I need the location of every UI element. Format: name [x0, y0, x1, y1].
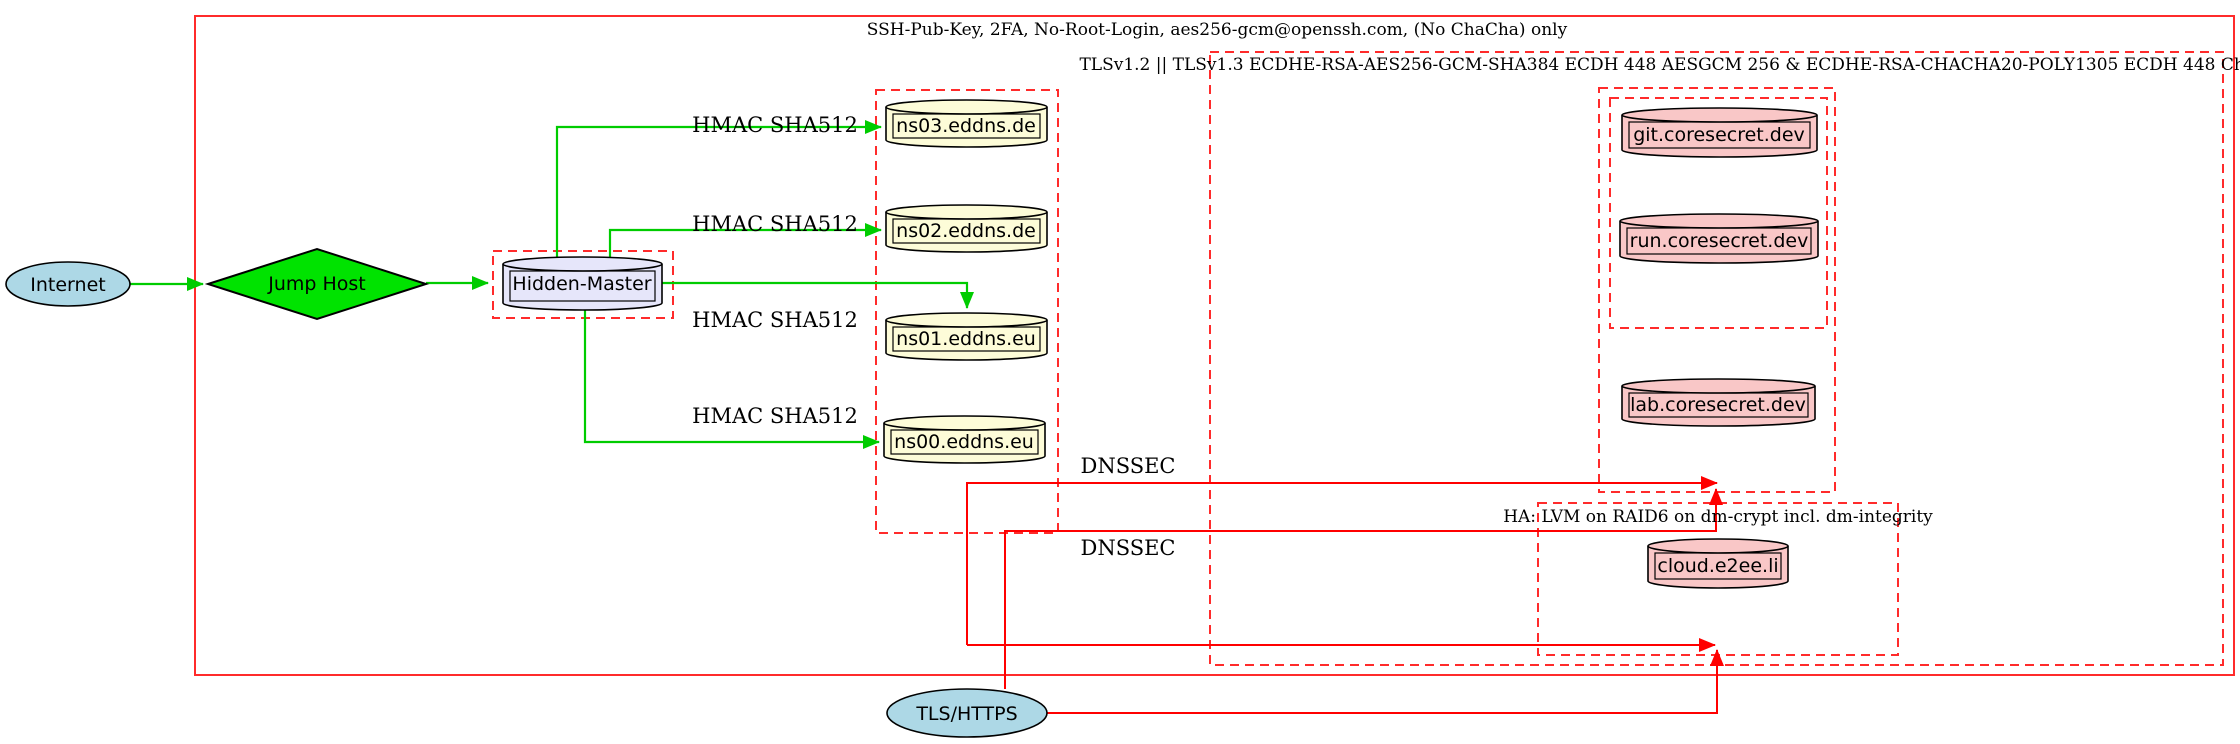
internet-node — [5, 261, 131, 307]
cloud-e2ee-label: cloud.e2ee.li — [1657, 555, 1779, 577]
jump-host-label: Jump Host — [268, 273, 366, 295]
ns01-label: ns01.eddns.eu — [896, 328, 1036, 350]
hmac-label-ns00: HMAC SHA512 — [692, 404, 858, 428]
edge-tlshttps-to-coresecret — [1004, 488, 1723, 689]
tls-https-node — [886, 688, 1048, 738]
edge-hiddenmaster-to-ns00 — [583, 307, 880, 449]
git-coresecret-node — [1621, 107, 1818, 158]
cloud-e2ee-node — [1647, 538, 1789, 589]
dnssec-label-bottom: DNSSEC — [1080, 536, 1176, 560]
dnssec-label-top: DNSSEC — [1080, 454, 1176, 478]
coresecret-inner-cluster-box — [1609, 97, 1828, 329]
ns02-node — [885, 204, 1048, 253]
hmac-label-ns02: HMAC SHA512 — [692, 212, 858, 236]
lab-coresecret-label: lab.coresecret.dev — [1630, 394, 1806, 416]
lab-coresecret-node — [1621, 378, 1816, 427]
edge-ns-to-coresecret-dnssec — [966, 476, 1718, 645]
tls-https-label: TLS/HTTPS — [916, 703, 1018, 725]
hidden-master-node — [502, 256, 663, 311]
ns00-label: ns00.eddns.eu — [894, 431, 1034, 453]
nameserver-cluster-box — [875, 89, 1059, 534]
edge-hiddenmaster-to-ns01 — [662, 281, 974, 309]
tls-zone-label: TLSv1.2 || TLSv1.3 ECDHE-RSA-AES256-GCM-… — [1079, 55, 2240, 75]
edge-hiddenmaster-to-ns02 — [608, 223, 882, 262]
ns03-label: ns03.eddns.de — [896, 115, 1036, 137]
hidden-master-label: Hidden-Master — [512, 273, 652, 295]
git-coresecret-label: git.coresecret.dev — [1633, 124, 1805, 146]
jump-host-node — [204, 247, 430, 321]
hmac-label-ns01: HMAC SHA512 — [692, 308, 858, 332]
ns00-node — [883, 415, 1046, 464]
run-coresecret-label: run.coresecret.dev — [1629, 230, 1809, 252]
ns01-node — [885, 312, 1048, 361]
ssh-zone-box — [194, 15, 2235, 676]
edge-hiddenmaster-to-ns03 — [555, 120, 882, 262]
edge-tlshttps-to-ha — [1047, 649, 1724, 714]
run-coresecret-node — [1619, 213, 1819, 264]
internet-label: Internet — [30, 274, 106, 296]
ns02-label: ns02.eddns.de — [896, 220, 1036, 242]
hmac-label-ns03: HMAC SHA512 — [692, 113, 858, 137]
ssh-zone-label: SSH-Pub-Key, 2FA, No-Root-Login, aes256-… — [866, 20, 1568, 40]
ns03-node — [885, 99, 1048, 148]
ha-cluster-label: HA: LVM on RAID6 on dm-crypt incl. dm-in… — [1503, 507, 1933, 527]
hidden-master-cluster-box — [492, 250, 674, 319]
